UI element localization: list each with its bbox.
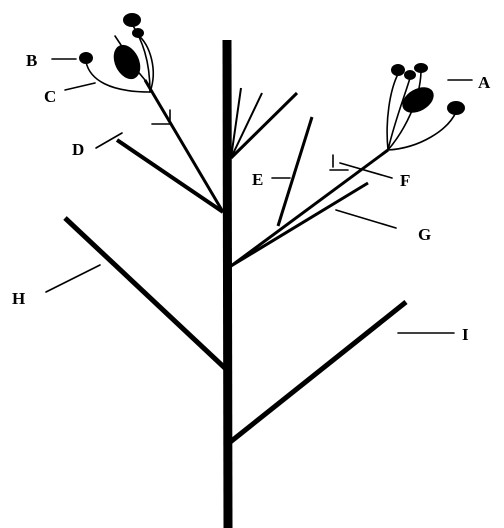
flower-a-stalk-2	[388, 78, 410, 150]
leader-h	[46, 265, 100, 292]
label-i: I	[462, 325, 469, 344]
label-b: B	[26, 51, 37, 70]
branch-g	[231, 183, 368, 266]
label-d: D	[72, 140, 84, 159]
label-f: F	[400, 171, 410, 190]
branch-middle-1	[231, 93, 297, 158]
flower-a-stalk-4	[388, 112, 456, 150]
main-stem	[227, 40, 228, 528]
branch-right-upper	[231, 150, 388, 266]
leader-c	[65, 83, 95, 90]
label-g: G	[418, 225, 431, 244]
label-h: H	[12, 289, 25, 308]
branch-i	[229, 302, 406, 443]
label-e: E	[252, 170, 263, 189]
branch-left-upper	[145, 80, 223, 212]
flower-b-main	[109, 41, 146, 84]
branch-d	[117, 140, 223, 212]
flower-a-main	[398, 82, 438, 118]
label-c: C	[44, 87, 56, 106]
branch-h	[65, 218, 227, 370]
label-a: A	[478, 73, 491, 92]
bract-left-3	[115, 36, 121, 45]
leader-g	[336, 210, 396, 228]
